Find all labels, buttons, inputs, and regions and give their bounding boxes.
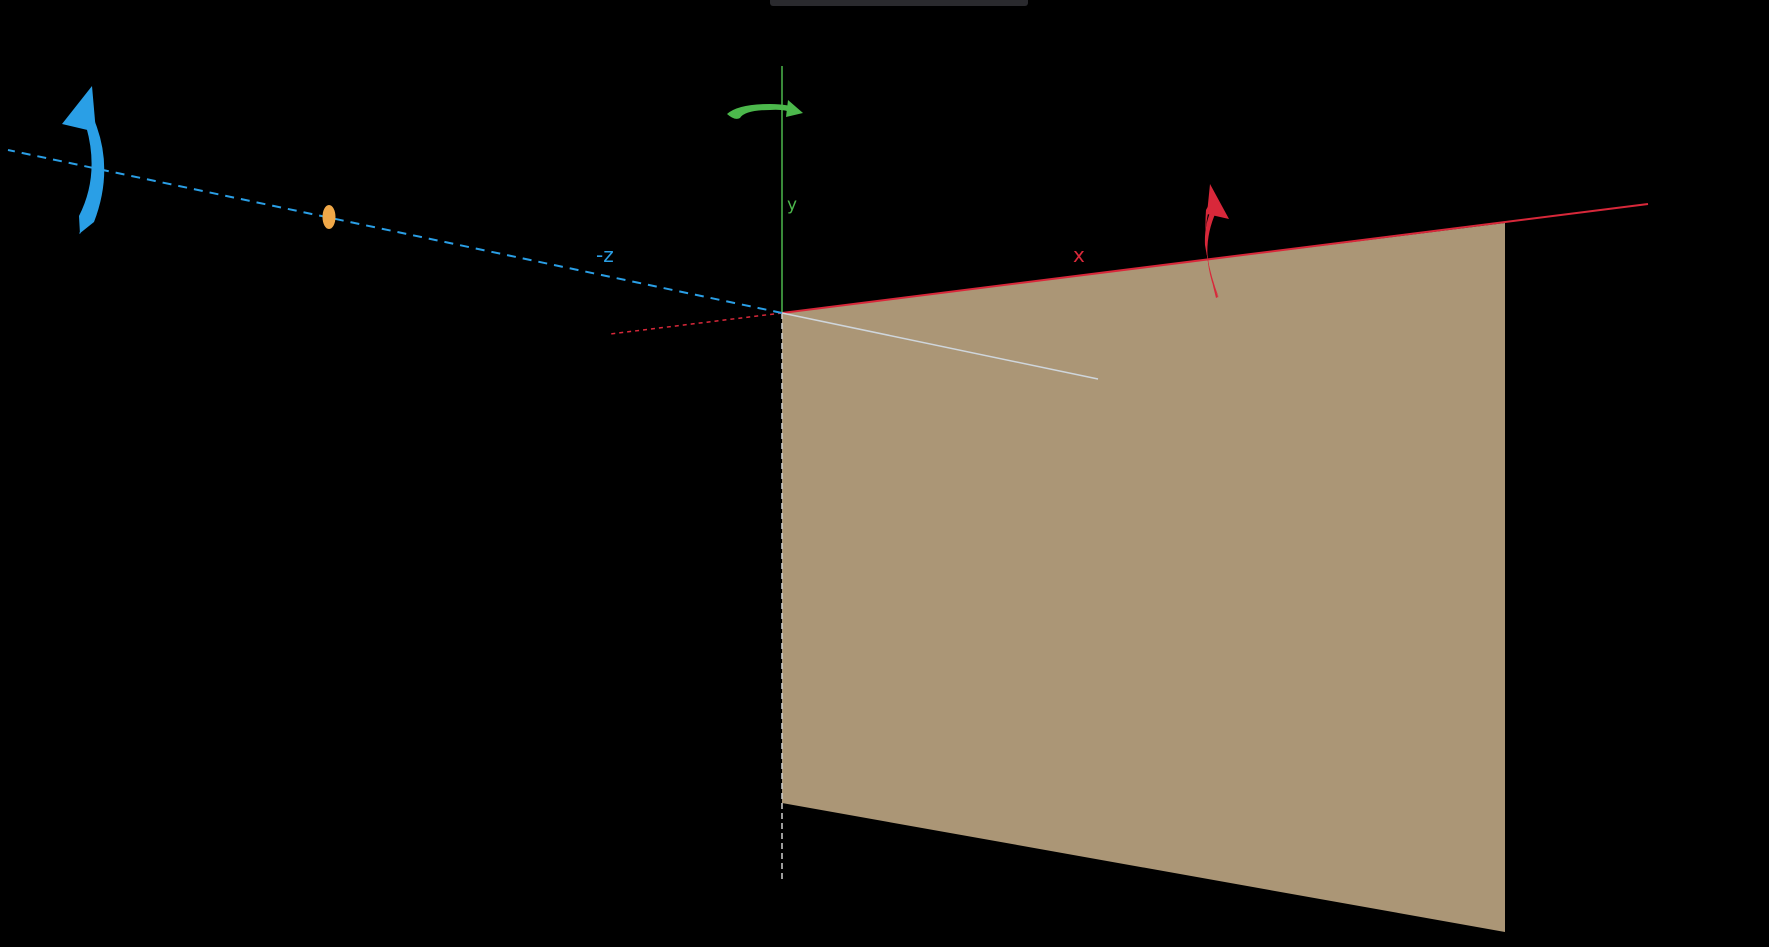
neg-z-axis-line[interactable] — [7, 149, 783, 314]
x-axis-label: x — [1073, 243, 1085, 267]
panel-plane[interactable] — [782, 223, 1505, 932]
panel-normal-line — [781, 312, 1099, 380]
rotate-x-icon[interactable] — [1204, 184, 1229, 298]
x-axis-negative-dashed — [609, 312, 783, 335]
rotate-y-icon[interactable] — [727, 100, 803, 119]
x-axis-line[interactable] — [781, 203, 1649, 314]
camera-point-handle[interactable] — [322, 205, 336, 229]
neg-z-axis-label: -z — [596, 243, 614, 267]
top-drag-handle[interactable] — [770, 0, 1028, 6]
rotate-z-icon[interactable] — [62, 86, 105, 234]
y-axis-label: y — [787, 195, 797, 215]
